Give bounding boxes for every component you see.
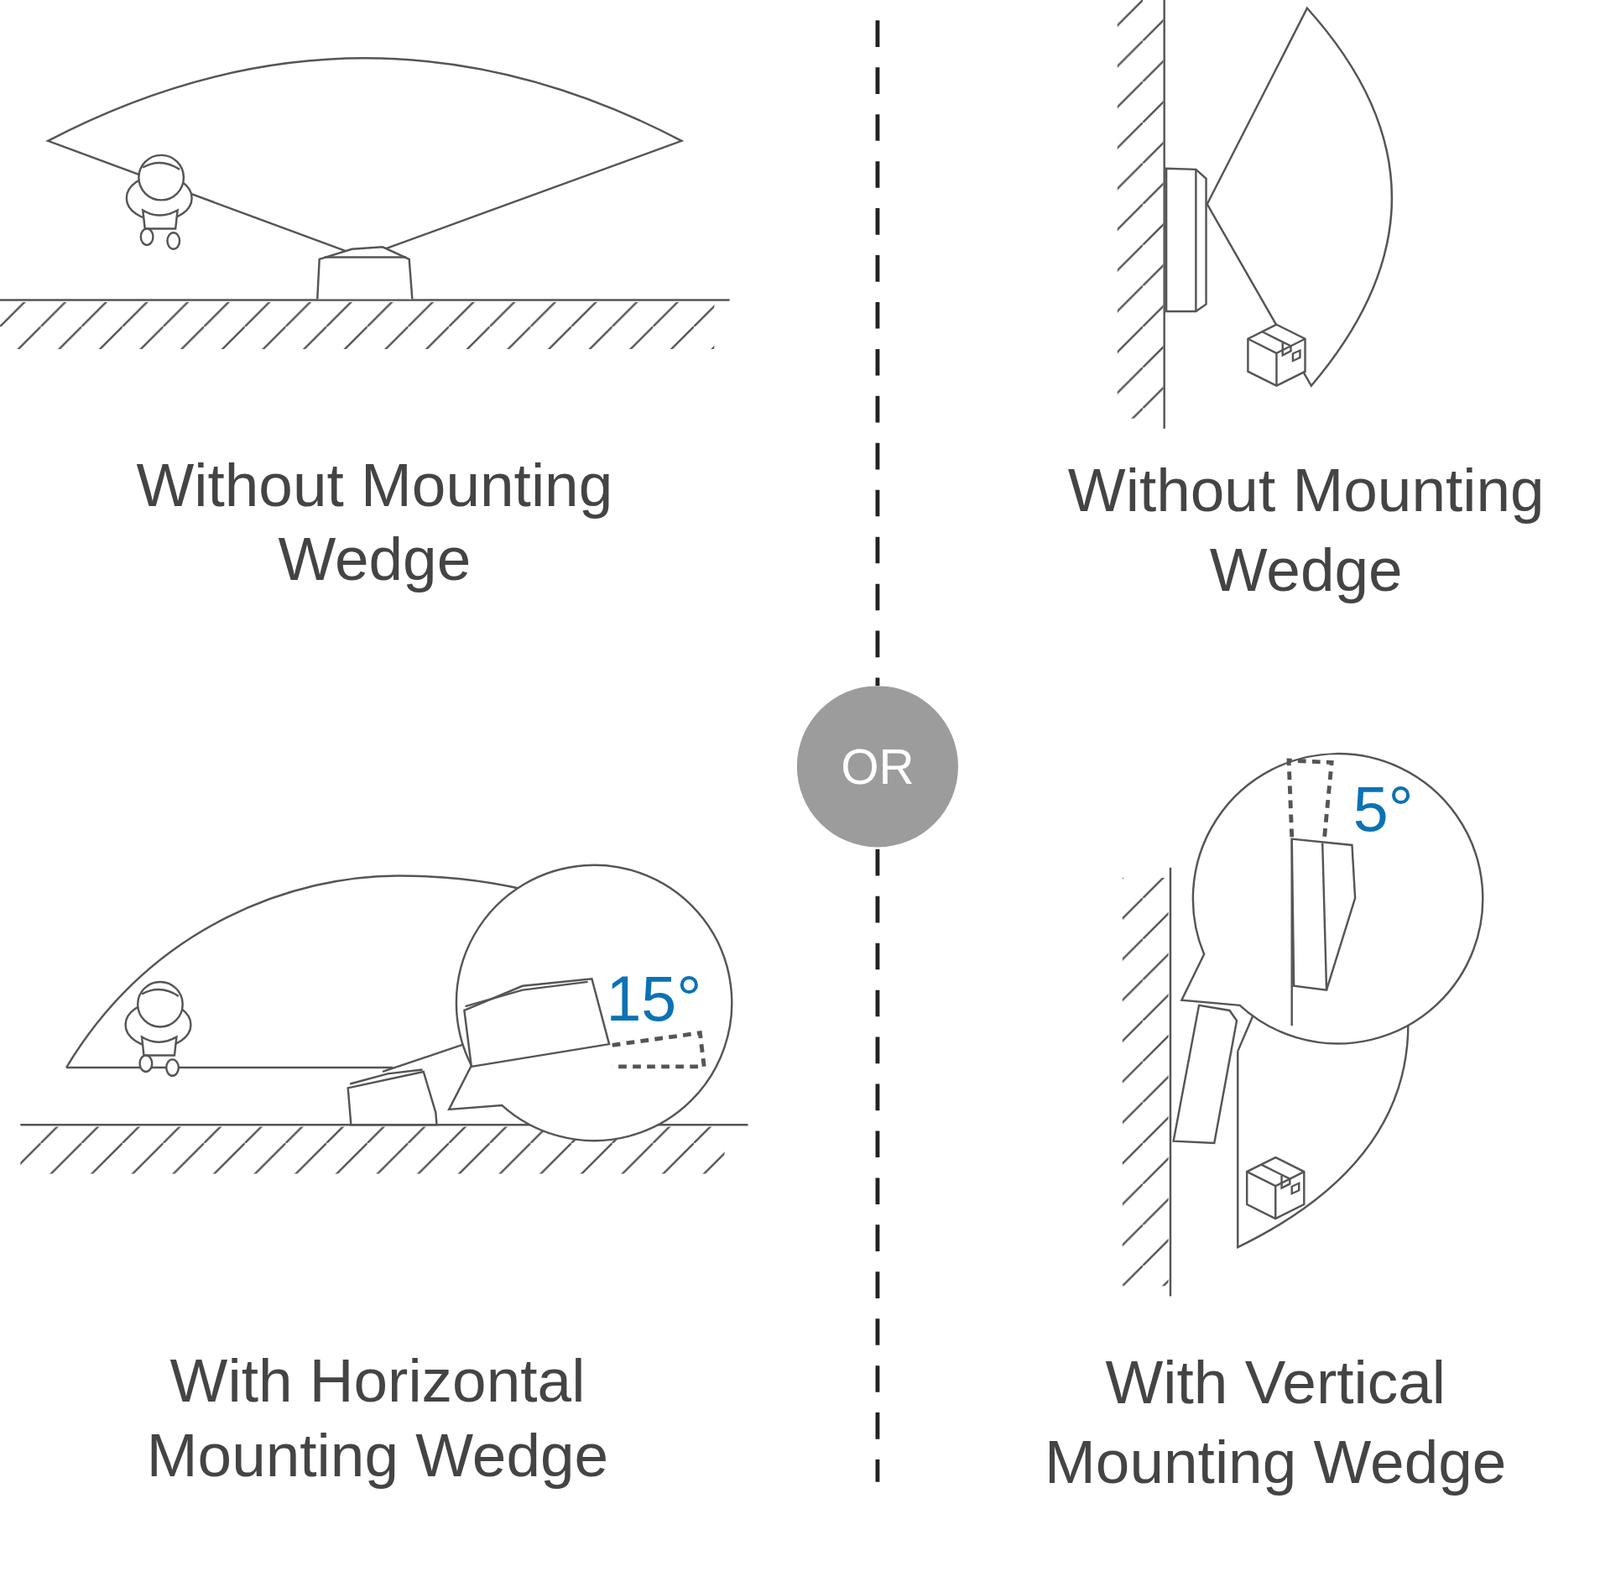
caption: Without Mounting Wedge <box>88 448 661 596</box>
floor-mount-wedge <box>20 865 748 1174</box>
angle-label: 5° <box>1353 773 1414 845</box>
or-circle: OR <box>797 685 959 847</box>
wall-mount-wedge <box>1122 753 1483 1296</box>
caption: Without Mounting Wedge <box>1025 451 1587 611</box>
wall-mount-plain <box>1117 0 1392 429</box>
or-text: OR <box>840 738 915 795</box>
angle-label: 15° <box>605 963 702 1035</box>
caption: With Horizontal Mounting Wedge <box>91 1342 663 1492</box>
caption: With Vertical Mounting Wedge <box>990 1342 1562 1502</box>
floor-mount-plain <box>0 57 730 350</box>
